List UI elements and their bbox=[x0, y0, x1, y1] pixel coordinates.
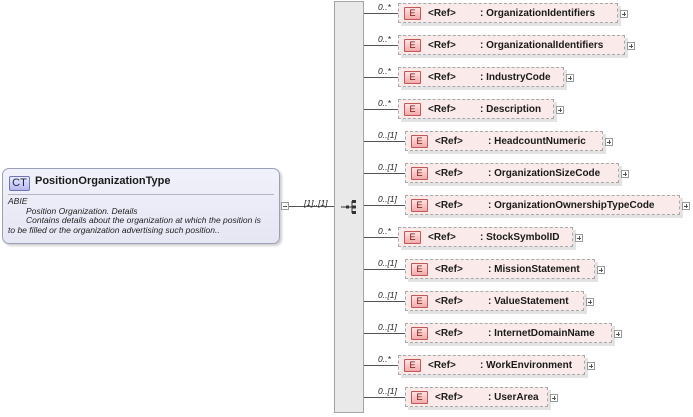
expand-toggle-icon[interactable] bbox=[550, 394, 558, 402]
element-ref-label: <Ref> bbox=[435, 168, 463, 179]
element-ref-label: <Ref> bbox=[428, 40, 456, 51]
element-box[interactable]: E <Ref> : IndustryCode bbox=[398, 67, 564, 87]
sequence-multiplicity: [1]..[1] bbox=[304, 198, 328, 208]
element-name: : Description bbox=[480, 104, 542, 115]
element-badge: E bbox=[411, 327, 428, 340]
expand-toggle-icon[interactable] bbox=[575, 234, 583, 242]
element-box[interactable]: E <Ref> : OrganizationalIdentifiers bbox=[398, 35, 625, 55]
expand-toggle-icon[interactable] bbox=[605, 138, 613, 146]
element-box[interactable]: E <Ref> : ValueStatement bbox=[405, 291, 584, 311]
element-multiplicity: 0..[1] bbox=[378, 386, 397, 396]
element-badge: E bbox=[411, 199, 428, 212]
element-ref-label: <Ref> bbox=[435, 264, 463, 275]
element-name: : OrganizationIdentifiers bbox=[480, 8, 596, 19]
element-name: : ValueStatement bbox=[488, 296, 569, 307]
element-badge: E bbox=[411, 167, 428, 180]
expand-toggle-icon[interactable] bbox=[556, 106, 564, 114]
expand-toggle-icon[interactable] bbox=[597, 266, 605, 274]
element-box[interactable]: E <Ref> : MissionStatement bbox=[405, 259, 595, 279]
complex-type-documentation: ABIE Position Organization. Details Cont… bbox=[8, 196, 278, 235]
doc-description-line-2: to be filled or the organization adverti… bbox=[8, 224, 220, 235]
element-ref-label: <Ref> bbox=[435, 200, 463, 211]
element-ref-label: <Ref> bbox=[435, 392, 463, 403]
doc-type: ABIE bbox=[8, 196, 28, 206]
element-name: : OrganizationOwnershipTypeCode bbox=[488, 200, 655, 211]
complex-type-name: PositionOrganizationType bbox=[35, 175, 171, 187]
collapse-toggle-icon[interactable] bbox=[281, 202, 289, 210]
element-multiplicity: 0..[1] bbox=[378, 258, 397, 268]
element-multiplicity: 0..[1] bbox=[378, 130, 397, 140]
element-badge: E bbox=[411, 391, 428, 404]
element-badge: E bbox=[411, 295, 428, 308]
element-box[interactable]: E <Ref> : WorkEnvironment bbox=[398, 355, 585, 375]
element-multiplicity: 0..[1] bbox=[378, 194, 397, 204]
expand-toggle-icon[interactable] bbox=[627, 42, 635, 50]
element-ref-label: <Ref> bbox=[435, 136, 463, 147]
element-ref-label: <Ref> bbox=[435, 328, 463, 339]
element-multiplicity: 0..[1] bbox=[378, 290, 397, 300]
element-name: : StockSymbolID bbox=[480, 232, 560, 243]
expand-toggle-icon[interactable] bbox=[586, 298, 594, 306]
element-box[interactable]: E <Ref> : OrganizationOwnershipTypeCode bbox=[405, 195, 680, 215]
element-multiplicity: 0..[1] bbox=[378, 162, 397, 172]
element-ref-label: <Ref> bbox=[428, 104, 456, 115]
element-badge: E bbox=[404, 7, 421, 20]
element-multiplicity: 0..* bbox=[378, 354, 391, 364]
element-badge: E bbox=[404, 39, 421, 52]
complex-type-divider bbox=[8, 194, 274, 195]
element-box[interactable]: E <Ref> : OrganizationSizeCode bbox=[405, 163, 619, 183]
element-name: : WorkEnvironment bbox=[480, 360, 573, 371]
element-name: : InternetDomainName bbox=[488, 328, 595, 339]
element-name: : OrganizationSizeCode bbox=[488, 168, 601, 179]
sequence-icon[interactable] bbox=[341, 198, 359, 216]
element-box[interactable]: E <Ref> : OrganizationIdentifiers bbox=[398, 3, 618, 23]
element-name: : OrganizationalIdentifiers bbox=[480, 40, 604, 51]
element-name: : IndustryCode bbox=[480, 72, 551, 83]
element-box[interactable]: E <Ref> : Description bbox=[398, 99, 554, 119]
element-ref-label: <Ref> bbox=[428, 8, 456, 19]
element-multiplicity: 0..* bbox=[378, 98, 391, 108]
element-badge: E bbox=[411, 135, 428, 148]
expand-toggle-icon[interactable] bbox=[587, 362, 595, 370]
element-multiplicity: 0..[1] bbox=[378, 322, 397, 332]
element-multiplicity: 0..* bbox=[378, 34, 391, 44]
element-badge: E bbox=[404, 71, 421, 84]
element-ref-label: <Ref> bbox=[435, 296, 463, 307]
element-badge: E bbox=[404, 359, 421, 372]
element-name: : MissionStatement bbox=[488, 264, 580, 275]
expand-toggle-icon[interactable] bbox=[620, 10, 628, 18]
expand-toggle-icon[interactable] bbox=[566, 74, 574, 82]
complex-type-box[interactable]: CT PositionOrganizationType ABIE Positio… bbox=[2, 168, 280, 244]
element-multiplicity: 0..* bbox=[378, 66, 391, 76]
element-ref-label: <Ref> bbox=[428, 360, 456, 371]
element-box[interactable]: E <Ref> : HeadcountNumeric bbox=[405, 131, 603, 151]
doc-name: Position Organization. Details bbox=[26, 205, 138, 216]
element-ref-label: <Ref> bbox=[428, 72, 456, 83]
element-name: : UserArea bbox=[488, 392, 539, 403]
expand-toggle-icon[interactable] bbox=[621, 170, 629, 178]
element-multiplicity: 0..* bbox=[378, 2, 391, 12]
element-box[interactable]: E <Ref> : InternetDomainName bbox=[405, 323, 612, 343]
element-badge: E bbox=[404, 231, 421, 244]
element-box[interactable]: E <Ref> : UserArea bbox=[405, 387, 548, 407]
element-badge: E bbox=[404, 103, 421, 116]
doc-description-line-1: Contains details about the organization … bbox=[26, 215, 261, 226]
expand-toggle-icon[interactable] bbox=[682, 202, 690, 210]
expand-toggle-icon[interactable] bbox=[614, 330, 622, 338]
element-badge: E bbox=[411, 263, 428, 276]
element-box[interactable]: E <Ref> : StockSymbolID bbox=[398, 227, 573, 247]
complex-type-badge: CT bbox=[9, 176, 30, 191]
element-ref-label: <Ref> bbox=[428, 232, 456, 243]
element-multiplicity: 0..* bbox=[378, 226, 391, 236]
element-name: : HeadcountNumeric bbox=[488, 136, 586, 147]
